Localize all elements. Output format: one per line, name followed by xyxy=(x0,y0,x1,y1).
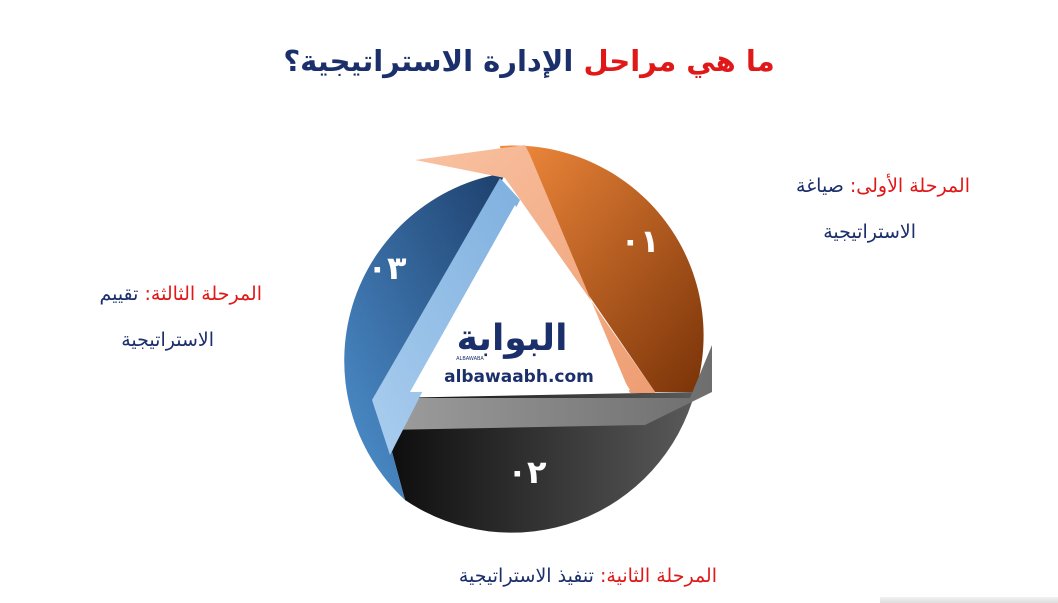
stage-label-3: المرحلة الثالثة: تقييم الاستراتيجية xyxy=(40,271,262,363)
stage-3-prefix: المرحلة الثالثة: xyxy=(144,283,263,305)
stage-1-text-line1: صياغة xyxy=(796,175,844,197)
title-navy-part: الإدارة الاستراتيجية؟ xyxy=(283,44,574,78)
stage-2-prefix: المرحلة الثانية: xyxy=(600,565,717,587)
title-red-part: ما هي مراحل xyxy=(583,44,775,78)
corner-shadow xyxy=(880,597,1058,603)
ribbon-grey xyxy=(385,345,712,430)
logo-latin-small: ALBAWABA xyxy=(456,356,484,362)
stage-3-text-line2: الاستراتيجية xyxy=(121,329,214,351)
albawaba-logo: البوابة ALBAWABA albawaabh.com xyxy=(444,318,594,387)
stage-number-1: ٠١ xyxy=(620,222,659,260)
ribbon-lightblue xyxy=(372,178,520,455)
logo-arabic: البوابة xyxy=(457,318,568,359)
stage-1-prefix: المرحلة الأولى: xyxy=(849,175,970,197)
stage-1-text-line2: الاستراتيجية xyxy=(823,221,916,243)
stage-label-2: المرحلة الثانية: تنفيذ الاستراتيجية xyxy=(370,553,717,599)
center-triangle xyxy=(410,205,630,392)
stage-label-1: المرحلة الأولى: صياغة الاستراتيجية xyxy=(700,163,970,255)
stage-number-3: ٠٣ xyxy=(367,249,407,287)
logo-url: albawaabh.com xyxy=(444,367,594,387)
ribbon-peach xyxy=(415,145,655,393)
page-title: ما هي مراحل الإدارة الاستراتيجية؟ xyxy=(0,44,1058,78)
stage-2-text-line1: تنفيذ الاستراتيجية xyxy=(458,565,594,587)
stage-number-2: ٠٢ xyxy=(507,453,547,491)
stage-3-text-line1: تقييم xyxy=(99,283,139,305)
